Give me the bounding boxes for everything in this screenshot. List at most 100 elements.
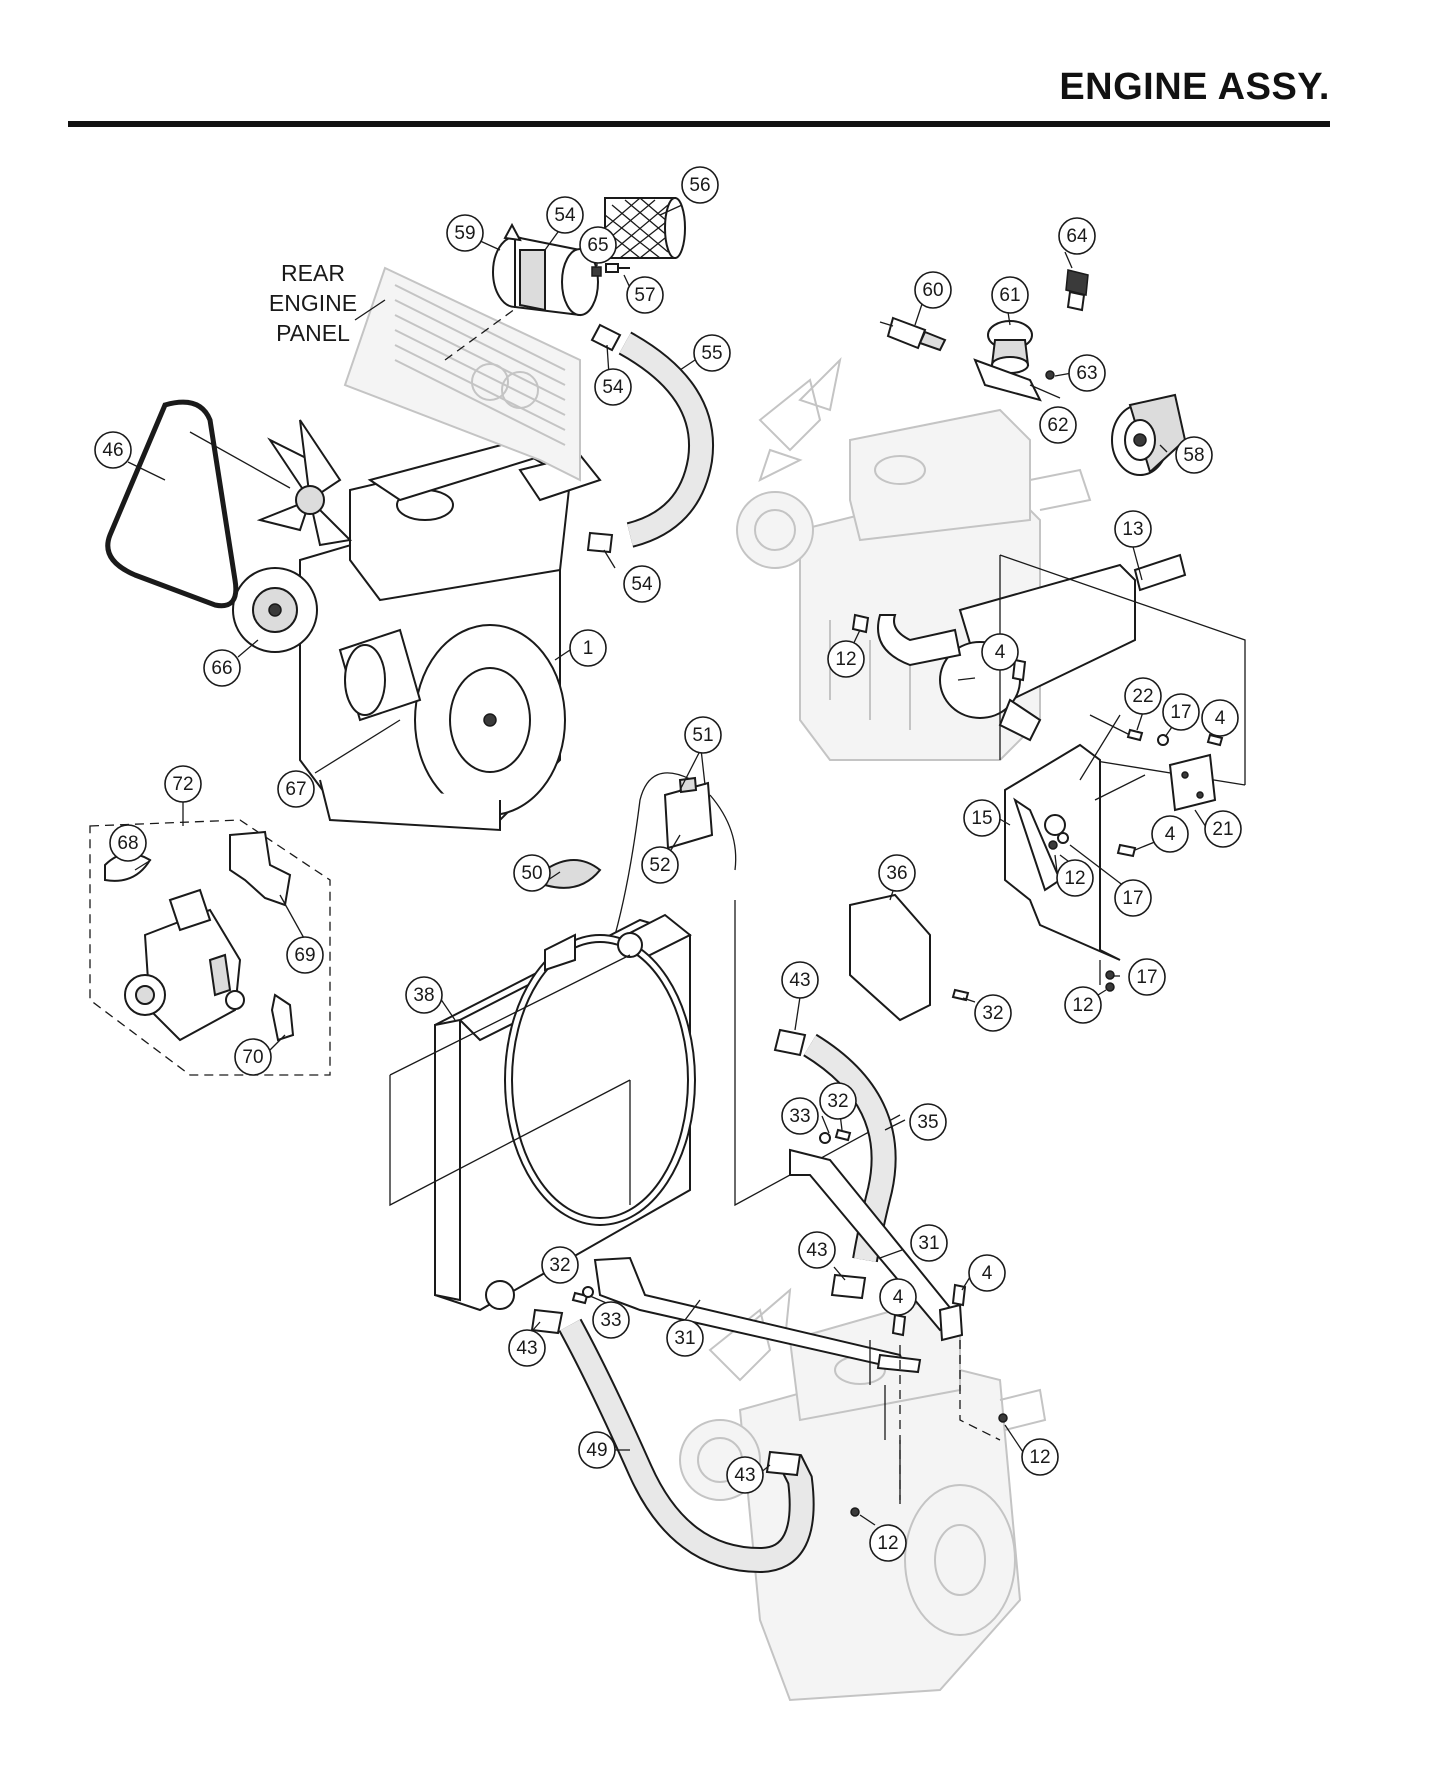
svg-text:54: 54 [554, 205, 576, 226]
radiator-bracket [849, 893, 931, 1022]
callout-12b: 12 [1056, 859, 1094, 897]
svg-text:69: 69 [294, 945, 315, 966]
hose-clamp-43c [530, 1308, 564, 1335]
callout-4c: 4 [1151, 815, 1189, 853]
callout-66: 64 [1058, 217, 1096, 255]
svg-text:15: 15 [971, 808, 992, 829]
svg-text:4: 4 [995, 642, 1006, 663]
callout-17c: 17 [1128, 958, 1166, 996]
svg-text:ENGINE: ENGINE [269, 290, 357, 316]
svg-text:68: 68 [117, 833, 138, 854]
rear-engine-panel [343, 266, 581, 482]
callout-32c: 32 [541, 1246, 579, 1284]
nut-12b [1048, 840, 1058, 850]
svg-text:17: 17 [1122, 888, 1143, 909]
svg-text:43: 43 [516, 1338, 537, 1359]
callout-4e: 4 [879, 1278, 917, 1316]
svg-text:35: 35 [917, 1112, 938, 1133]
svg-text:51: 51 [692, 725, 713, 746]
callout-69: 68 [109, 824, 147, 862]
fan-belt [105, 399, 239, 609]
svg-text:36: 36 [886, 863, 907, 884]
svg-text:12: 12 [877, 1533, 898, 1554]
filter-element [604, 197, 686, 259]
callout-56: 55 [693, 334, 731, 372]
callout-33b: 33 [592, 1301, 630, 1339]
callout-55b: 54 [623, 565, 661, 603]
callout-68: 67 [277, 770, 315, 808]
svg-text:33: 33 [789, 1106, 810, 1127]
svg-text:4: 4 [982, 1263, 993, 1284]
nut-12e [850, 1507, 860, 1517]
rear-engine-panel-note: REAR ENGINE PANEL [269, 260, 386, 346]
callout-67: 66 [203, 649, 241, 687]
brace-rod-upper [789, 1148, 964, 1342]
washer-17b [1157, 734, 1169, 746]
bolt-4c [1116, 843, 1137, 858]
svg-text:32: 32 [549, 1255, 570, 1276]
washer-17 [1105, 970, 1115, 980]
callout-22: 22 [1124, 677, 1162, 715]
page-title: ENGINE ASSY. [1059, 66, 1330, 108]
svg-text:63: 63 [1076, 363, 1097, 384]
svg-text:70: 70 [242, 1047, 263, 1068]
svg-text:31: 31 [918, 1233, 939, 1254]
callout-32a: 32 [974, 994, 1012, 1032]
svg-text:55: 55 [701, 343, 722, 364]
coolant-reservoir [614, 772, 737, 936]
svg-text:54: 54 [602, 377, 624, 398]
svg-text:4: 4 [1215, 708, 1226, 729]
hose-clamp-55a [590, 323, 622, 352]
svg-text:38: 38 [413, 985, 434, 1006]
hose-clamp-43d [765, 1450, 802, 1477]
callout-12c: 12 [1064, 986, 1102, 1024]
svg-text:12: 12 [1029, 1447, 1050, 1468]
svg-text:12: 12 [1064, 868, 1085, 889]
svg-text:64: 64 [1066, 226, 1088, 247]
hose-clamp-43b [830, 1273, 867, 1300]
nut-12d [998, 1413, 1008, 1423]
callout-38: 38 [405, 976, 443, 1014]
hose-clamp-43a [773, 1028, 807, 1057]
lower-radiator-hose [558, 1318, 815, 1574]
callout-31b: 31 [666, 1319, 704, 1357]
svg-text:59: 59 [454, 223, 475, 244]
callout-1: 1 [569, 629, 607, 667]
svg-text:4: 4 [1165, 824, 1176, 845]
svg-text:17: 17 [1136, 967, 1157, 988]
svg-text:72: 72 [172, 774, 193, 795]
svg-text:32: 32 [827, 1091, 848, 1112]
svg-text:PANEL: PANEL [276, 320, 350, 346]
fastener-65 [591, 266, 602, 277]
svg-text:13: 13 [1122, 519, 1143, 540]
svg-text:61: 61 [999, 285, 1020, 306]
svg-text:12: 12 [835, 649, 856, 670]
switch-66 [1065, 269, 1089, 312]
svg-text:50: 50 [521, 863, 542, 884]
callout-63: 62 [1039, 406, 1077, 444]
svg-text:31: 31 [674, 1328, 695, 1349]
callout-17b: 17 [1114, 879, 1152, 917]
callout-61: 60 [914, 271, 952, 309]
alternator [232, 567, 318, 653]
bolt-4a [1011, 658, 1027, 682]
svg-text:17: 17 [1170, 702, 1191, 723]
callout-51: 51 [684, 716, 722, 754]
svg-text:66: 66 [211, 658, 232, 679]
callout-32b: 32 [819, 1082, 857, 1120]
callout-43b: 43 [798, 1231, 836, 1269]
svg-text:65: 65 [587, 235, 608, 256]
water-pump [124, 888, 245, 1042]
callout-21: 21 [1204, 810, 1242, 848]
bolt-64 [1045, 370, 1055, 380]
svg-text:58: 58 [1183, 445, 1204, 466]
radiator-cap [544, 859, 602, 889]
svg-text:52: 52 [649, 855, 670, 876]
callout-71: 70 [234, 1038, 272, 1076]
gasket-63 [973, 358, 1042, 402]
svg-text:56: 56 [689, 175, 710, 196]
callout-65: 65 [579, 226, 617, 264]
bolt-32a [951, 988, 970, 1002]
callout-49: 49 [578, 1431, 616, 1469]
thermostat-62 [987, 320, 1033, 374]
